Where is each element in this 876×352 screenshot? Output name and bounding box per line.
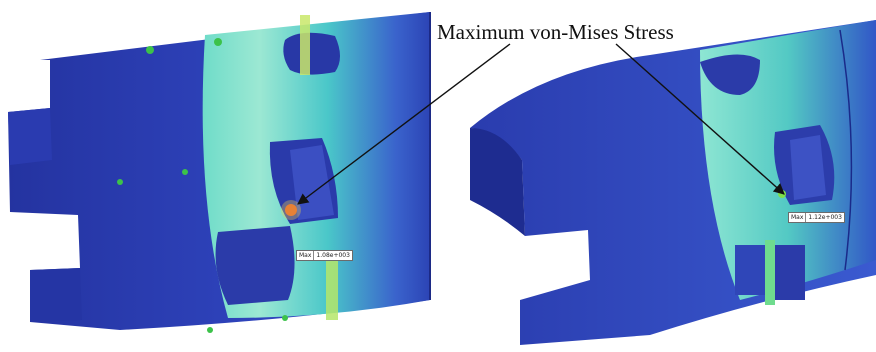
right-peak-stress-spot (778, 190, 786, 198)
arrow-to-right-peak (615, 43, 785, 195)
annotation-arrows (297, 43, 785, 205)
left-mesh-artifacts (117, 38, 288, 333)
left-max-value: 1.08e+003 (316, 252, 350, 259)
left-hotspot-lower (326, 250, 338, 320)
right-window-upper (700, 54, 760, 95)
left-hotspot-upper (300, 15, 310, 75)
left-max-key: Max (299, 251, 315, 260)
arrow-to-left-peak (297, 43, 511, 205)
right-slot-right (775, 245, 805, 300)
left-window-upper (283, 32, 340, 75)
right-inner-bore (470, 128, 525, 236)
left-max-value-tag: Max 1.08e+003 (296, 250, 353, 261)
left-lower-tab (30, 268, 82, 322)
left-notch-lip (8, 108, 52, 165)
left-peak-stress-spot (285, 204, 297, 216)
right-tube-model (470, 20, 876, 345)
right-slot-left (735, 245, 765, 295)
right-max-key: Max (791, 213, 807, 222)
left-tube-model (8, 12, 431, 333)
right-max-value-tag: Max 1.12e+003 (788, 212, 845, 223)
max-stress-annotation-label: Maximum von-Mises Stress (437, 20, 674, 44)
left-window-lower (215, 226, 295, 305)
right-max-value: 1.12e+003 (808, 214, 842, 221)
